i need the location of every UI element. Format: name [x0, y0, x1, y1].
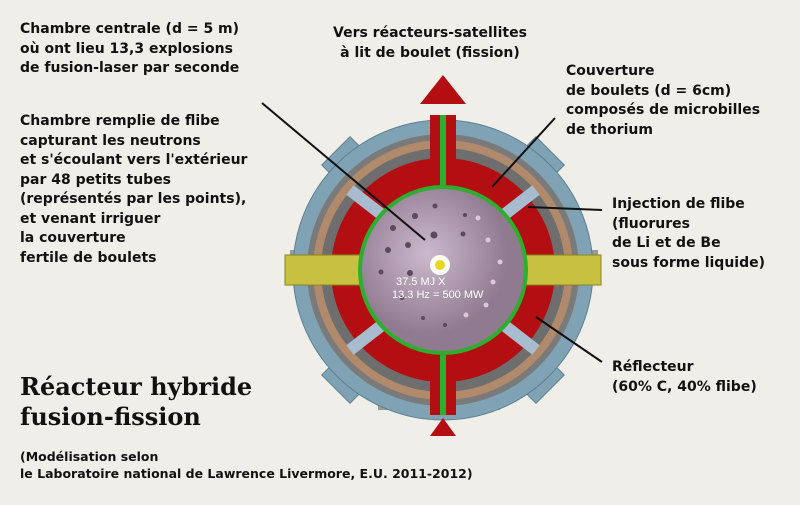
- label-flibe-chamber: Chambre remplie de flibe capturant les n…: [20, 113, 248, 266]
- label-reflector: Réflecteur (60% C, 40% flibe): [612, 359, 757, 395]
- arrow-up-bottom: [430, 418, 456, 436]
- diagram-subtitle: (Modélisation selon le Laboratoire natio…: [20, 449, 473, 481]
- leader-lines: [261, 102, 603, 363]
- flibe-injection-pipes: [284, 254, 602, 286]
- label-pebble-blanket: Couverture de boulets (d = 6cm) composés…: [566, 63, 761, 138]
- sun-icon: [435, 260, 445, 270]
- vertical-pipes: [430, 115, 456, 415]
- label-central-chamber: Chambre centrale (d = 5 m) où ont lieu 1…: [20, 21, 240, 76]
- label-satellites: Vers réacteurs-satellites à lit de boule…: [333, 25, 527, 61]
- tube-dots: [378, 203, 467, 327]
- label-flibe-injection: Injection de flibe (fluorures de Li et d…: [612, 196, 765, 271]
- power-text: 13.3 Hz = 500 MW: [392, 289, 484, 301]
- energy-text: 37.5 MJ X: [396, 276, 446, 288]
- arrow-up-top: [420, 75, 466, 104]
- tube-dots-light: [463, 215, 503, 318]
- diagram-title: Réacteur hybride fusion-fission: [20, 372, 253, 431]
